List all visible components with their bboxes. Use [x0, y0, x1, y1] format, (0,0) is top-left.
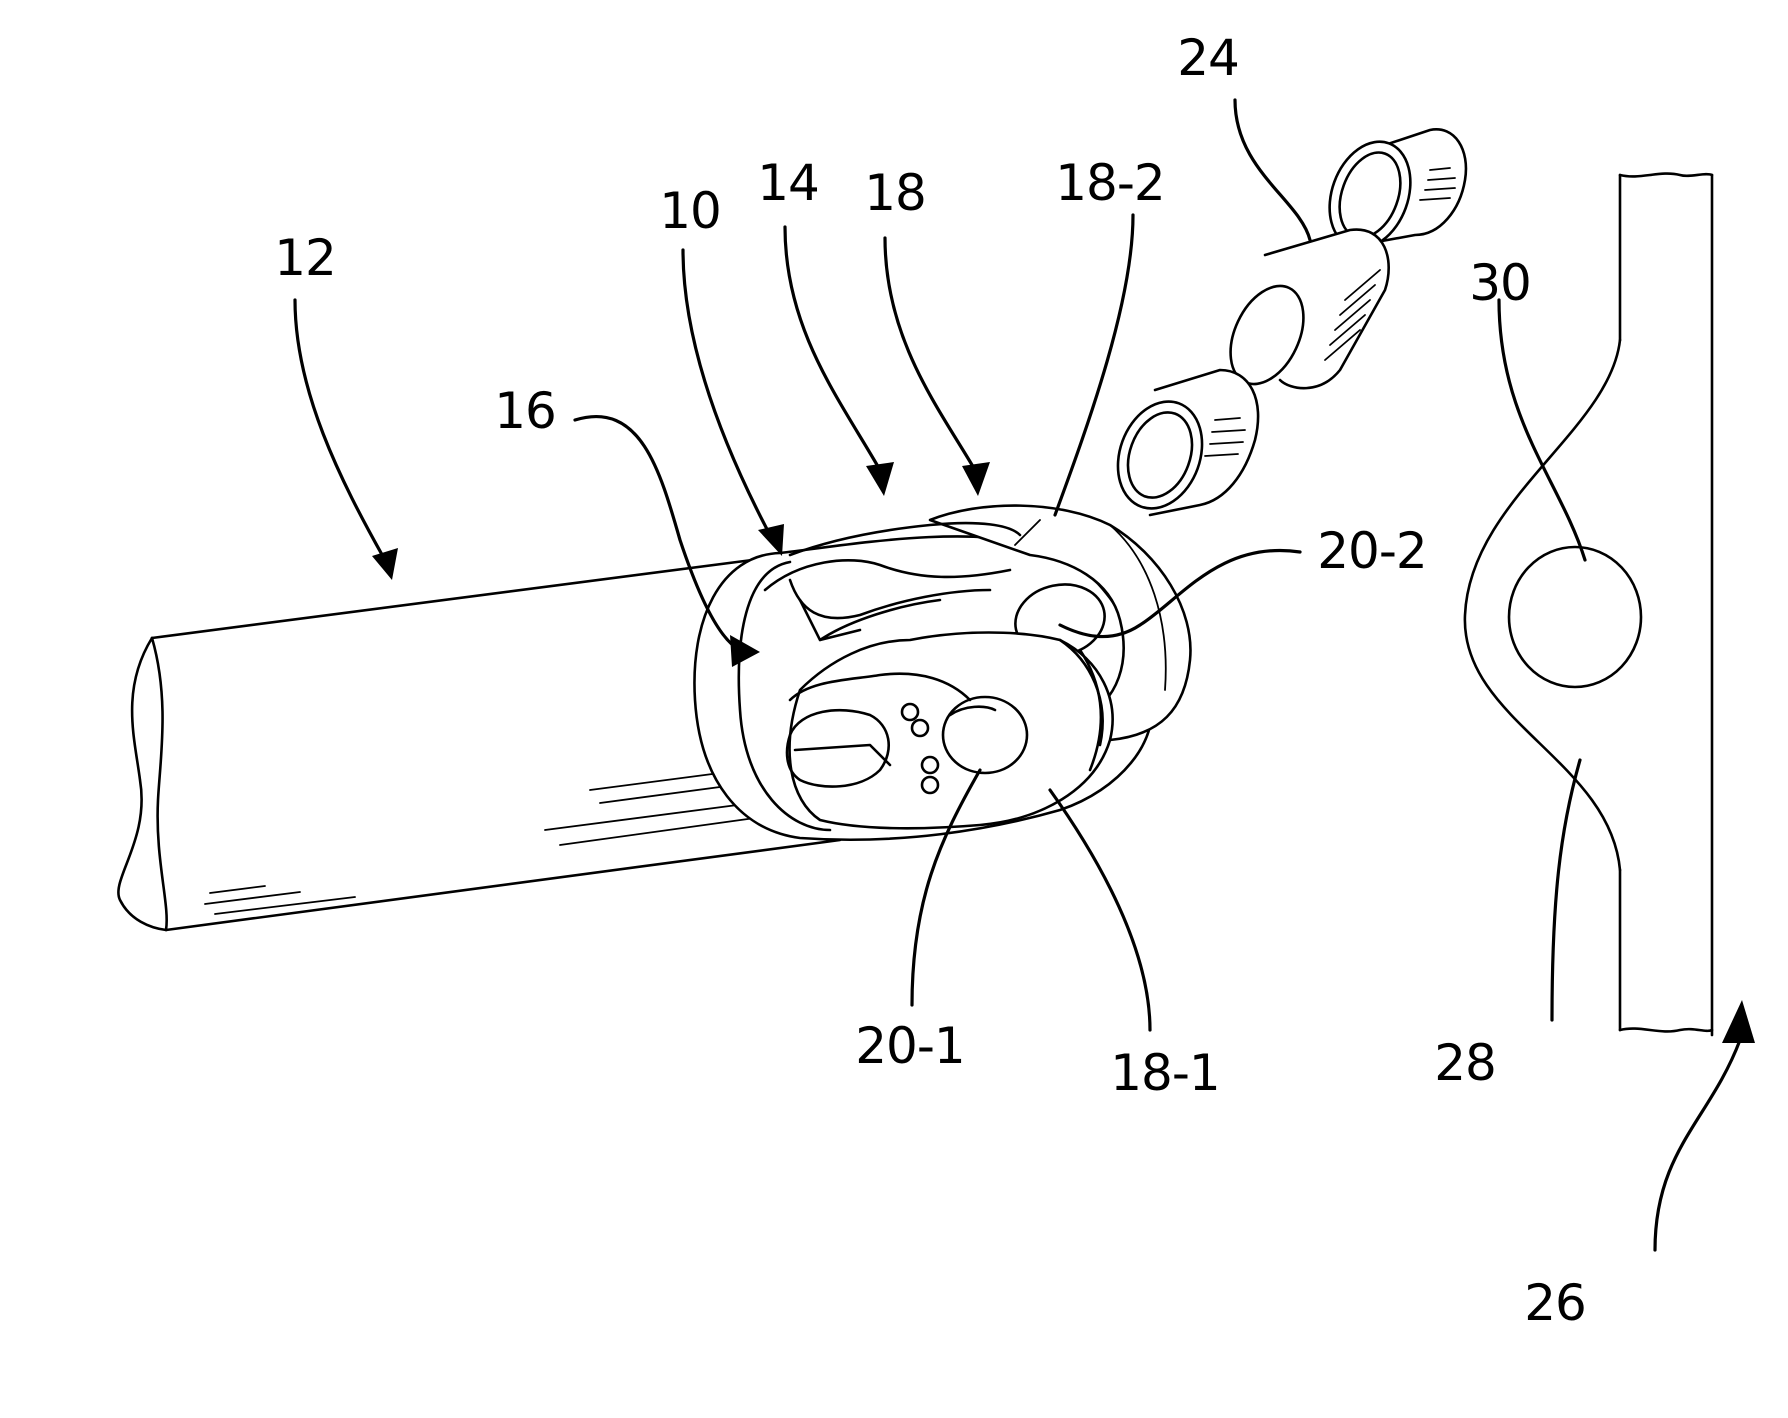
label-20-2: 20-2: [1317, 522, 1426, 580]
leader-lines: [293, 98, 1755, 1252]
label-18: 18: [864, 164, 926, 222]
fitting-body: [693, 504, 1192, 842]
label-14: 14: [757, 154, 819, 212]
label-24: 24: [1177, 29, 1239, 87]
mounting-hole: [1507, 545, 1643, 689]
label-18-2: 18-2: [1055, 154, 1164, 212]
label-20-1: 20-1: [855, 1017, 964, 1075]
label-10: 10: [659, 182, 721, 240]
label-26: 26: [1524, 1274, 1586, 1332]
label-12: 12: [274, 229, 336, 287]
label-16: 16: [494, 382, 556, 440]
label-28: 28: [1434, 1034, 1496, 1092]
mounting-structure: [1463, 172, 1714, 1037]
pin-and-bushings: [1116, 128, 1468, 517]
label-30: 30: [1469, 254, 1531, 312]
label-18-1: 18-1: [1110, 1044, 1219, 1102]
tube: [117, 557, 842, 932]
